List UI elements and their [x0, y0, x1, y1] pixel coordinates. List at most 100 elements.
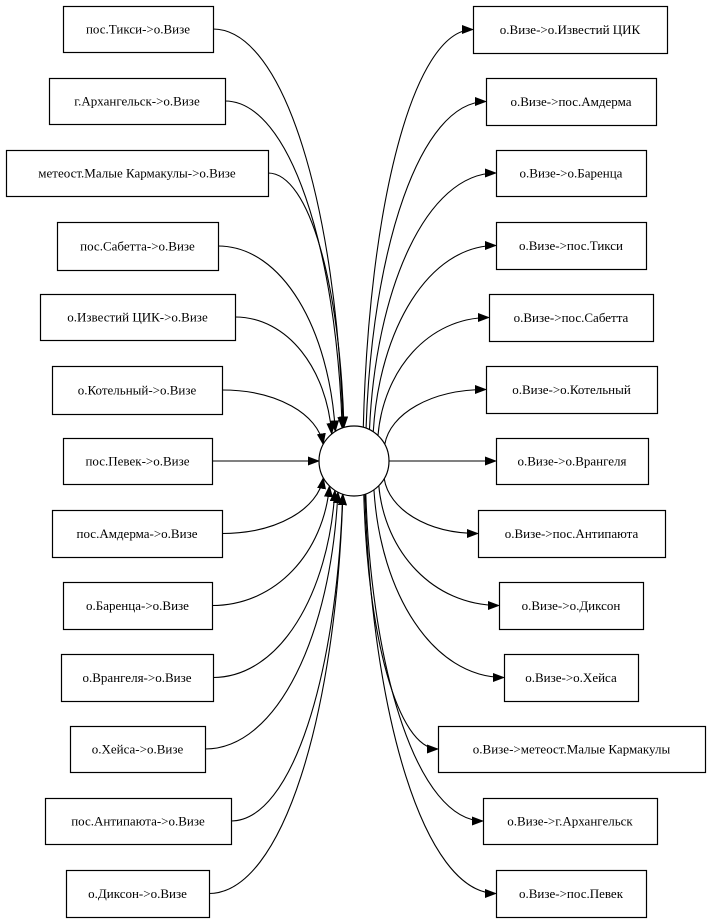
node-box: [44, 797, 233, 846]
node-label: о.Известий ЦИК->о.Визе: [67, 310, 208, 325]
node-out-kotelny: о.Визе->о.Котельный: [485, 365, 659, 415]
edges: [204, 25, 505, 898]
node-box: [485, 365, 659, 415]
edge-in-barentsa: [211, 484, 333, 607]
node-label: о.Визе->о.Диксон: [522, 598, 621, 613]
node-out-sabetta: о.Визе->пос.Сабетта: [488, 293, 655, 343]
node-out-malye-karmakuly: о.Визе->метеост.Малые Кармакулы: [437, 725, 707, 774]
node-out-tiksi: о.Визе->пос.Тикси: [495, 221, 648, 271]
edge-in-izvestiy-tsik: [234, 316, 336, 436]
edge-in-amderma: [221, 476, 326, 535]
node-box: [495, 437, 650, 486]
edge-out-izvestiy-tsik: [362, 25, 474, 428]
node-label: г.Архангельск->о.Визе: [74, 94, 200, 109]
edge-in-kheysa: [204, 491, 342, 750]
node-box: [48, 77, 227, 126]
node-out-kheysa: о.Визе->о.Хейса: [503, 653, 640, 703]
node-label: о.Визе->пос.Сабетта: [514, 310, 629, 325]
node-label: о.Врангеля->о.Визе: [83, 670, 192, 685]
node-box: [51, 365, 224, 416]
node-box: [51, 509, 224, 559]
node-label: о.Визе->пос.Тикси: [519, 238, 623, 253]
node-box: [56, 221, 220, 272]
node-label: пос.Амдерма->о.Визе: [77, 526, 198, 541]
edge-out-amderma: [365, 97, 487, 429]
node-box: [39, 293, 237, 342]
edge-out-sabetta: [377, 313, 490, 436]
node-out-pevek: о.Визе->пос.Певек: [495, 869, 648, 919]
node-label: о.Визе->г.Архангельск: [507, 814, 633, 829]
hub-node: [318, 425, 390, 497]
node-in-barentsa: о.Баренца->о.Визе: [62, 581, 214, 631]
node-label: пос.Певек->о.Визе: [85, 454, 189, 469]
node-in-vrangelya: о.Врангеля->о.Визе: [60, 653, 215, 703]
node-label: о.Визе->о.Хейса: [525, 670, 617, 685]
edge-in-sabetta: [217, 245, 340, 433]
node-label: о.Визе->пос.Певек: [519, 886, 624, 901]
node-box: [62, 5, 215, 54]
node-box: [62, 437, 214, 486]
node-box: [477, 509, 667, 559]
node-label: о.Визе->о.Известий ЦИК: [500, 22, 641, 37]
node-in-sabetta: пос.Сабетта->о.Визе: [56, 221, 220, 272]
node-out-amderma: о.Визе->пос.Амдерма: [485, 77, 658, 127]
node-out-izvestiy-tsik: о.Визе->о.Известий ЦИК: [472, 5, 669, 55]
node-label: о.Визе->пос.Антипаюта: [505, 526, 639, 541]
node-label: о.Визе->о.Врангеля: [518, 454, 627, 469]
node-in-izvestiy-tsik: о.Известий ЦИК->о.Визе: [39, 293, 237, 342]
edge-out-antipayuta: [383, 478, 479, 538]
node-box: [5, 149, 270, 198]
node-in-antipayuta: пос.Антипаюта->о.Визе: [44, 797, 233, 846]
edge-out-tiksi: [372, 241, 497, 432]
edge-out-malye-karmakuly: [363, 494, 439, 754]
node-label: пос.Сабетта->о.Визе: [80, 239, 195, 254]
node-box: [495, 149, 648, 198]
edge-out-kheysa: [373, 489, 505, 682]
edge-out-pevek: [364, 494, 497, 898]
edge-in-arkhangelsk: [224, 100, 347, 430]
edge-in-antipayuta: [230, 493, 347, 822]
node-box: [472, 5, 669, 55]
node-label: пос.Тикси->о.Визе: [86, 22, 190, 37]
edge-out-dikson: [378, 485, 500, 610]
node-label: о.Диксон->о.Визе: [88, 886, 187, 901]
node-box: [60, 653, 215, 703]
node-box: [65, 869, 211, 919]
node-label: о.Визе->метеост.Малые Кармакулы: [473, 742, 671, 757]
node-box: [488, 293, 655, 343]
node-label: о.Хейса->о.Визе: [92, 742, 184, 757]
edge-in-tiksi: [212, 28, 348, 429]
node-in-pevek: пос.Певек->о.Визе: [62, 437, 214, 486]
node-in-amderma: пос.Амдерма->о.Визе: [51, 509, 224, 559]
edge-in-malye-karmakuly: [267, 172, 349, 429]
node-in-arkhangelsk: г.Архангельск->о.Визе: [48, 77, 227, 126]
node-out-dikson: о.Визе->о.Диксон: [498, 581, 645, 631]
node-label: метеост.Малые Кармакулы->о.Визе: [38, 166, 236, 181]
node-label: пос.Антипаюта->о.Визе: [71, 814, 205, 829]
node-in-kheysa: о.Хейса->о.Визе: [69, 725, 207, 774]
node-label: о.Визе->о.Баренца: [520, 166, 623, 181]
nodes: пос.Тикси->о.Визе г.Архангельск->о.Визе ме…: [5, 5, 707, 919]
node-box: [62, 581, 214, 631]
edge-out-kotelny: [384, 385, 487, 445]
edge-out-barentsa: [368, 168, 497, 430]
edge-in-dikson: [208, 493, 348, 895]
edge-in-vrangelya: [212, 489, 339, 679]
edge-out-arkhangelsk: [365, 493, 484, 826]
node-label: о.Визе->о.Котельный: [512, 382, 631, 397]
node-label: о.Баренца->о.Визе: [86, 598, 189, 613]
node-in-tiksi: пос.Тикси->о.Визе: [62, 5, 215, 54]
node-box: [69, 725, 207, 774]
node-out-antipayuta: о.Визе->пос.Антипаюта: [477, 509, 667, 559]
node-box: [495, 869, 648, 919]
node-out-barentsa: о.Визе->о.Баренца: [495, 149, 648, 198]
node-box: [495, 221, 648, 271]
node-box: [485, 77, 658, 127]
node-label: о.Визе->пос.Амдерма: [511, 94, 632, 109]
node-box: [498, 581, 645, 631]
node-box: [482, 797, 659, 846]
edge-in-kotelny: [221, 389, 326, 446]
node-out-arkhangelsk: о.Визе->г.Архангельск: [482, 797, 659, 846]
node-in-dikson: о.Диксон->о.Визе: [65, 869, 211, 919]
